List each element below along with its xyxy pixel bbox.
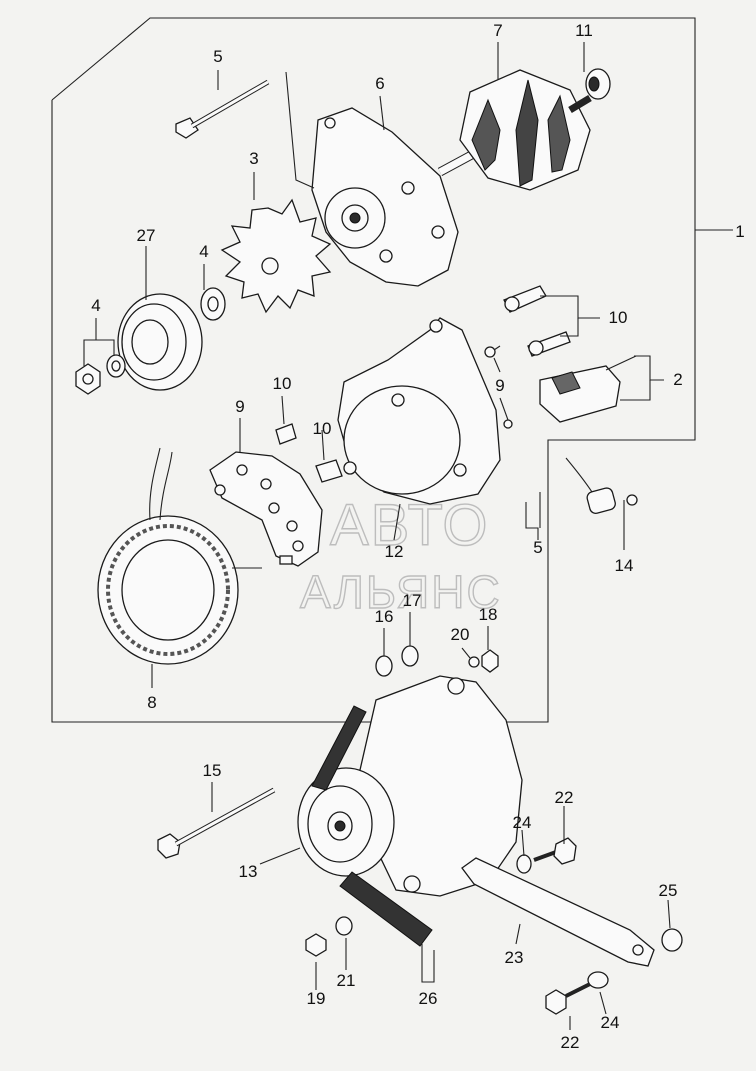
callout-4-nut: 4 bbox=[91, 296, 100, 315]
bolt-22-24-upper bbox=[516, 837, 577, 874]
callout-10-diode-b: 10 bbox=[313, 419, 332, 438]
bolt-5-top bbox=[175, 79, 270, 139]
callout-25: 25 bbox=[659, 881, 678, 900]
brushes-10 bbox=[503, 285, 571, 357]
nut-25 bbox=[661, 928, 683, 952]
callout-labels: 1 2 3 4 4 5 5 6 7 8 9 9 10 10 10 11 12 1… bbox=[91, 21, 744, 1052]
callout-13: 13 bbox=[239, 862, 258, 881]
callout-19: 19 bbox=[307, 989, 326, 1008]
watermark-line1: АВТО bbox=[330, 493, 489, 558]
bearing-11 bbox=[585, 68, 611, 100]
watermark: АВТО АЛЬЯНС bbox=[299, 492, 502, 618]
callout-14: 14 bbox=[615, 556, 634, 575]
pulley-27 bbox=[117, 293, 203, 391]
callout-17: 17 bbox=[403, 591, 422, 610]
callout-6: 6 bbox=[375, 74, 384, 93]
callout-9-rectifier: 9 bbox=[235, 397, 244, 416]
washer-nut-20-18 bbox=[468, 649, 499, 673]
callout-21: 21 bbox=[337, 971, 356, 990]
rectifier-9 bbox=[209, 451, 323, 567]
screw-9-top bbox=[484, 345, 513, 429]
assembly-boundary bbox=[51, 17, 696, 723]
callout-12: 12 bbox=[385, 542, 404, 561]
callout-23: 23 bbox=[505, 948, 524, 967]
spacer-4 bbox=[200, 287, 226, 321]
callout-9-screw: 9 bbox=[495, 376, 504, 395]
spacers-16-17 bbox=[375, 645, 419, 677]
callout-24-lower: 24 bbox=[601, 1013, 620, 1032]
callout-20: 20 bbox=[451, 625, 470, 644]
callout-10-brushes: 10 bbox=[609, 308, 628, 327]
callout-8: 8 bbox=[147, 693, 156, 712]
leader-lines bbox=[83, 42, 671, 1030]
rotor-7 bbox=[437, 69, 592, 191]
callout-15: 15 bbox=[203, 761, 222, 780]
callout-24-upper: 24 bbox=[513, 813, 532, 832]
callout-7: 7 bbox=[493, 21, 502, 40]
callout-22-lower: 22 bbox=[561, 1033, 580, 1052]
callout-22-upper: 22 bbox=[555, 788, 574, 807]
nut-washer-19-21 bbox=[305, 916, 353, 957]
regulator-2 bbox=[539, 355, 637, 423]
bracket-23 bbox=[461, 857, 655, 967]
watermark-line2: АЛЬЯНС bbox=[300, 566, 502, 618]
stator-8 bbox=[97, 447, 262, 665]
callout-18: 18 bbox=[479, 605, 498, 624]
callout-5-bottom: 5 bbox=[533, 538, 542, 557]
end-housing-6 bbox=[311, 107, 459, 287]
nut-washer-4 bbox=[75, 354, 126, 395]
fan-3 bbox=[220, 198, 332, 314]
callout-3: 3 bbox=[249, 149, 258, 168]
callout-26: 26 bbox=[419, 989, 438, 1008]
callout-5-top: 5 bbox=[213, 47, 222, 66]
callout-10-diode-a: 10 bbox=[273, 374, 292, 393]
callout-11: 11 bbox=[575, 21, 593, 40]
rear-housing-12 bbox=[337, 317, 501, 505]
alternator-13 bbox=[297, 675, 523, 897]
callout-1: 1 bbox=[735, 222, 744, 241]
bolt-22-24-lower bbox=[545, 971, 609, 1015]
bolt-15 bbox=[157, 787, 276, 859]
callout-4-spacer: 4 bbox=[199, 242, 208, 261]
diodes-10 bbox=[275, 423, 343, 483]
callout-16: 16 bbox=[375, 607, 394, 626]
capacitor-14 bbox=[565, 457, 638, 514]
callout-27: 27 bbox=[137, 226, 156, 245]
callout-2: 2 bbox=[673, 370, 682, 389]
belt-26 bbox=[311, 705, 433, 947]
